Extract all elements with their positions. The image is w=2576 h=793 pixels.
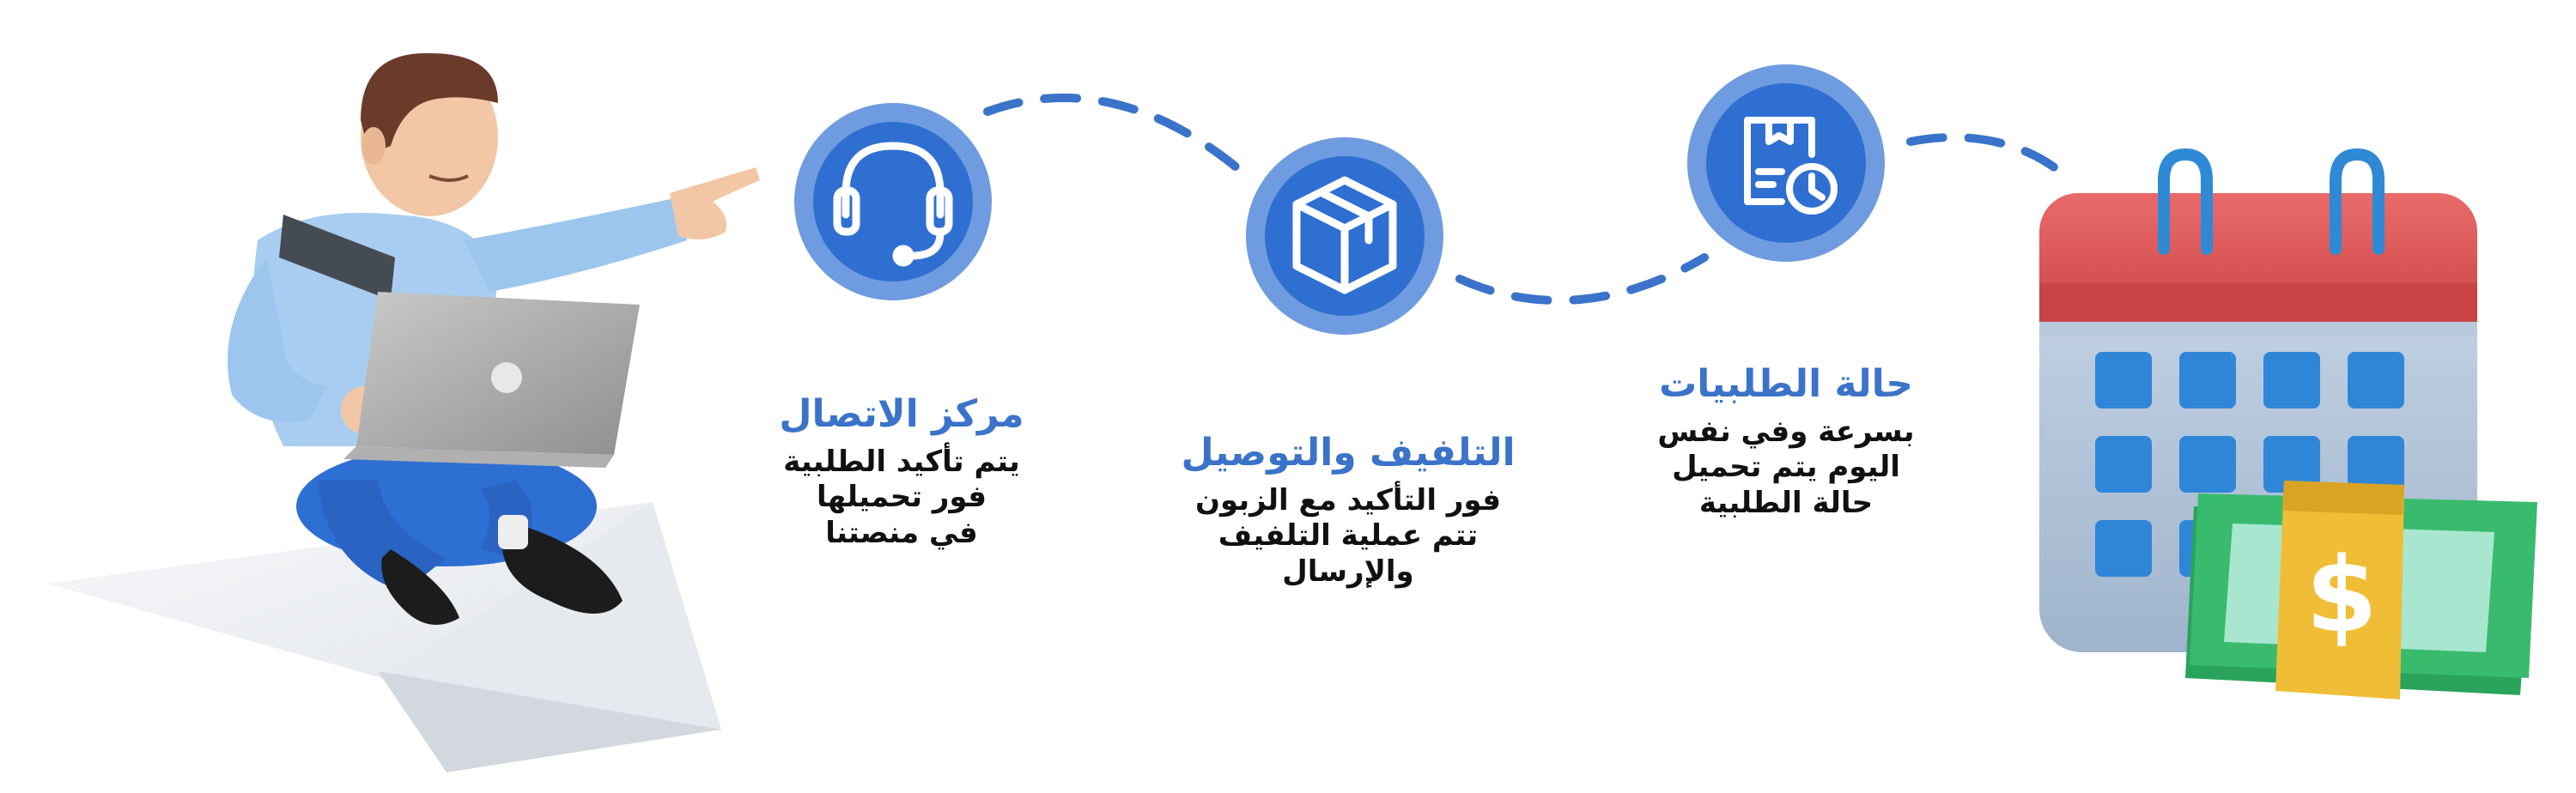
calendar-with-money-illustration: $ [2039, 148, 2537, 699]
step-circle-order-status [1687, 64, 1885, 262]
step-description-line: في منصتنا [825, 515, 978, 550]
money-icon: $ [2185, 481, 2537, 699]
step-title: مركز الاتصال [779, 392, 1024, 436]
step-description-line: فور تحميلها [816, 480, 987, 515]
step-description-line: والإرسال [1282, 554, 1414, 589]
step-circle-packing-delivery [1246, 137, 1443, 335]
step-description-line: حالة الطلبية [1698, 485, 1874, 520]
step-description-line: اليوم يتم تحميل [1672, 450, 1900, 485]
step-description: فور التأكيد مع الزبون تتم عملية التلفيف … [1151, 483, 1546, 590]
step-description-line: يتم تأكيد الطلبية [783, 445, 1020, 479]
svg-text:$: $ [2306, 536, 2378, 656]
step-description-line: فور التأكيد مع الزبون [1195, 483, 1501, 518]
dashed-connector [983, 94, 2074, 306]
step-description: بسرعة وفي نفس اليوم يتم تحميل حالة الطلب… [1640, 415, 1932, 521]
step-circle-call-center [794, 103, 992, 300]
headset-icon [833, 142, 953, 267]
step-title: التلفيف والتوصيل [1181, 431, 1516, 475]
step-call-center: مركز الاتصال يتم تأكيد الطلبية فور تحميل… [756, 390, 1048, 551]
step-description: يتم تأكيد الطلبية فور تحميلها في منصتنا [756, 445, 1048, 551]
package-box-icon [1292, 176, 1397, 294]
step-order-status: حالة الطلبيات بسرعة وفي نفس اليوم يتم تح… [1640, 360, 1932, 521]
step-description-line: بسرعة وفي نفس [1657, 415, 1915, 449]
step-packing-delivery: التلفيف والتوصيل فور التأكيد مع الزبون ت… [1151, 429, 1546, 590]
man-with-laptop-illustration [47, 52, 760, 772]
step-title: حالة الطلبيات [1659, 362, 1913, 406]
step-description-line: تتم عملية التلفيف [1218, 518, 1479, 554]
order-status-clock-icon [1744, 117, 1838, 215]
